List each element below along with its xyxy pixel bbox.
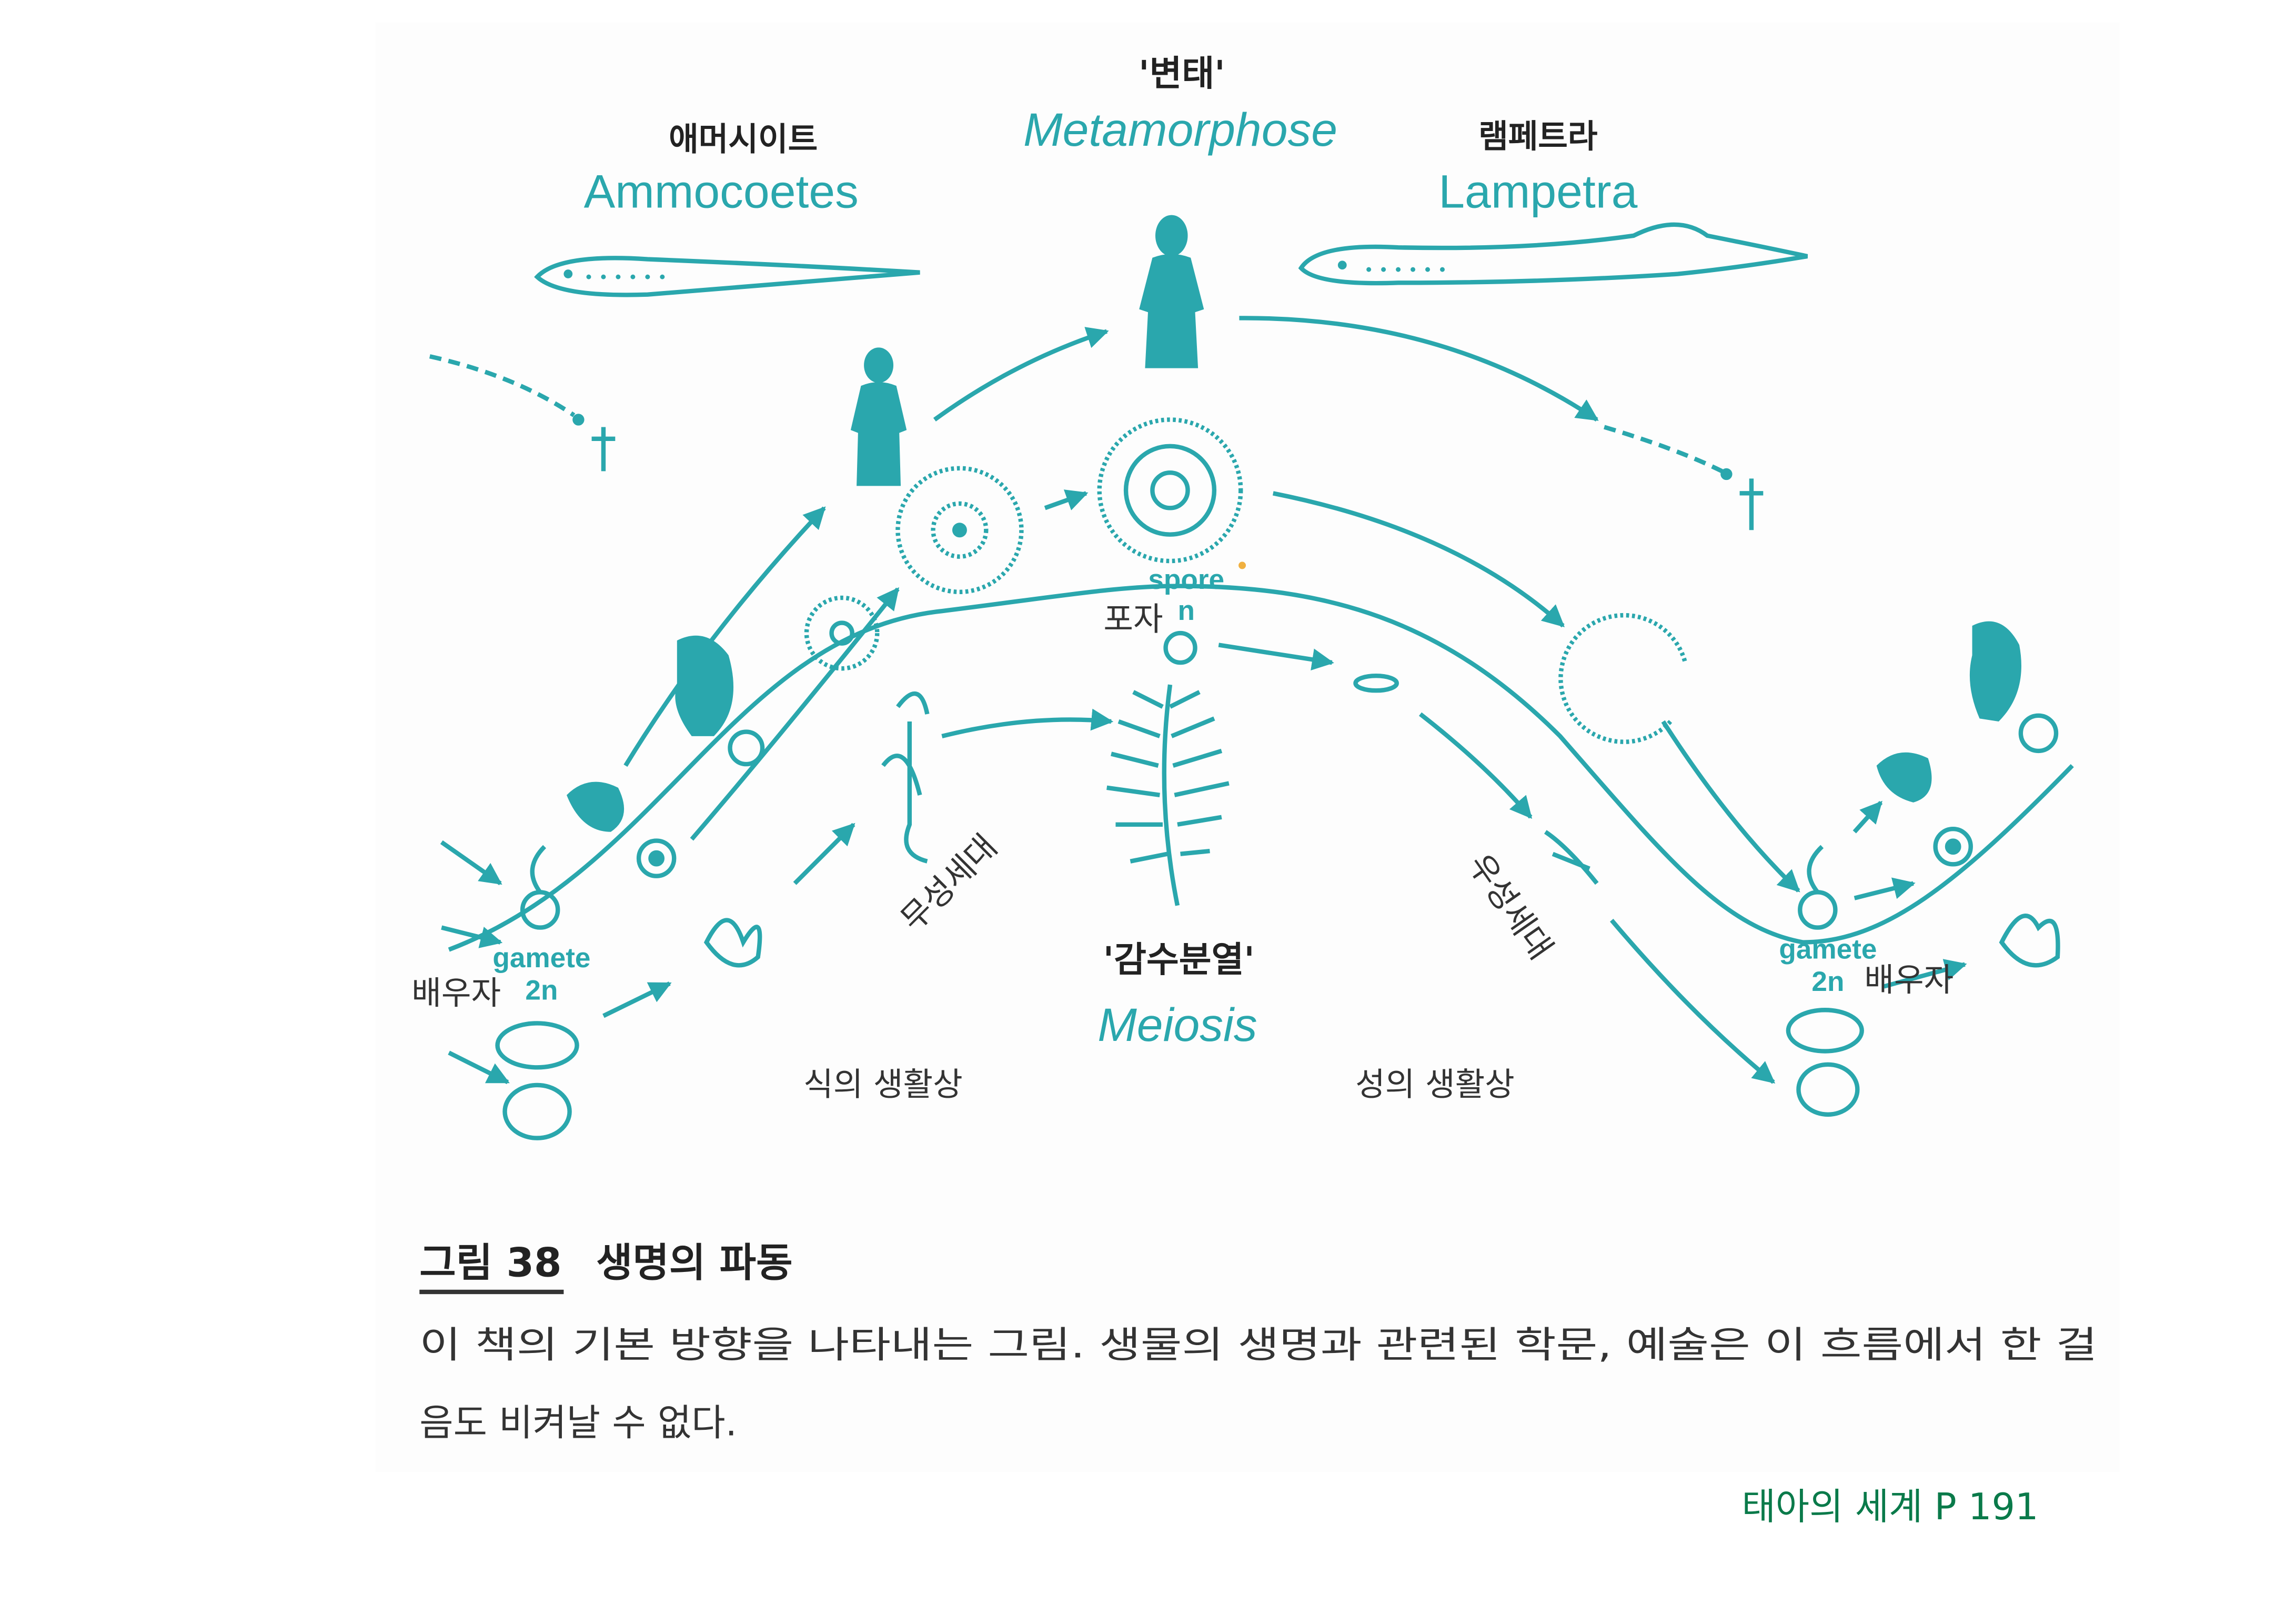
human-adult-figure [1139, 215, 1204, 368]
arrow-sexual-path-3 [1609, 918, 1776, 1084]
ammocoetes-korean-label: 애머시이트 [669, 121, 818, 158]
ring-cell-medium [895, 466, 1024, 594]
gamete-left-korean-label: 배우자 [411, 974, 501, 1012]
ring-cell-small [804, 595, 880, 671]
arrow-to-ring-right [1272, 491, 1565, 628]
spore-latin-label: spore [1148, 564, 1224, 595]
figure-number: 그림 38 [419, 1240, 561, 1286]
human-child-figure [850, 347, 907, 486]
fern-illustration [1106, 684, 1230, 906]
metamorphosis-latin-label: Metamorphose [1023, 103, 1337, 156]
arrow-embryo-path [623, 506, 826, 767]
gamete-right-latin-label: gamete [1779, 934, 1877, 965]
arrow-right-3 [1852, 800, 1883, 834]
gamete-left-latin-label: gamete [492, 943, 590, 974]
caption-body-line-1: 이 책의 기본 방향을 나타내는 그림. 생물의 생명과 관련된 학문, 예술은… [419, 1324, 2097, 1366]
death-marker-left [429, 354, 616, 472]
metamorphosis-korean-label: '변태' [1139, 53, 1225, 94]
spore-marker-dot [1238, 562, 1246, 569]
arrow-sexual-path-2 [1418, 712, 1533, 819]
meiosis-latin-label: Meiosis [1097, 998, 1257, 1051]
arrow-sexual-path [1218, 643, 1334, 670]
plant-life-phase-label: 식의 생활상 [803, 1066, 963, 1104]
arrow-left-1 [440, 840, 502, 886]
arrow-left-asexual [793, 823, 855, 885]
figure-title: 생명의 파동 [596, 1240, 793, 1286]
lampetra-latin-label: Lampetra [1438, 165, 1637, 218]
ammocoetes-larva-illustration [534, 256, 920, 297]
lampetra-lamprey-illustration [1298, 222, 1808, 286]
arrow-ring-to-gamete-right [1661, 720, 1800, 893]
spore-korean-label: 포자 [1103, 600, 1163, 638]
plant-egg-illustrations [495, 691, 2060, 1140]
arrow-cell-path [690, 587, 900, 841]
arrow-right-1 [1854, 877, 1916, 900]
sex-life-phase-label: 성의 생활상 [1355, 1066, 1515, 1104]
small-cells [520, 630, 2059, 930]
lampetra-korean-label: 램페트라 [1478, 117, 1597, 155]
arrow-left-2 [441, 925, 503, 948]
main-life-wave-curve [448, 584, 2074, 952]
caption-body-line-2: 음도 비켜날 수 없다. [419, 1402, 737, 1445]
gamete-left-ploidy-label: 2n [525, 975, 558, 1006]
source-reference: 태아의 세계 P 191 [1741, 1486, 2038, 1528]
gamete-right-ploidy-label: 2n [1811, 966, 1844, 997]
death-marker-right [1603, 425, 1764, 530]
figure-background [375, 22, 2120, 1472]
ring-cell-open-right [1558, 613, 1688, 744]
arrow-to-fern [941, 708, 1114, 739]
arrow-right-2 [1883, 959, 1967, 989]
figure-number-underline [419, 1289, 564, 1295]
arrow-left-4 [602, 981, 672, 1018]
gamete-right-korean-label: 배우자 [1864, 961, 1953, 999]
arrow-left-3 [448, 1050, 510, 1085]
arrow-cell-path-2 [1044, 489, 1089, 510]
arrow-metamorphosis-to-lampetra [1239, 316, 1599, 422]
spore-ploidy-label: n [1177, 595, 1194, 626]
embryo-illustrations [567, 621, 2021, 832]
ammocoetes-latin-label: Ammocoetes [584, 165, 859, 218]
meiosis-korean-label: '감수분열' [1103, 939, 1255, 980]
ring-cell-large [1097, 417, 1243, 564]
arrow-to-metamorphosis [933, 327, 1109, 422]
